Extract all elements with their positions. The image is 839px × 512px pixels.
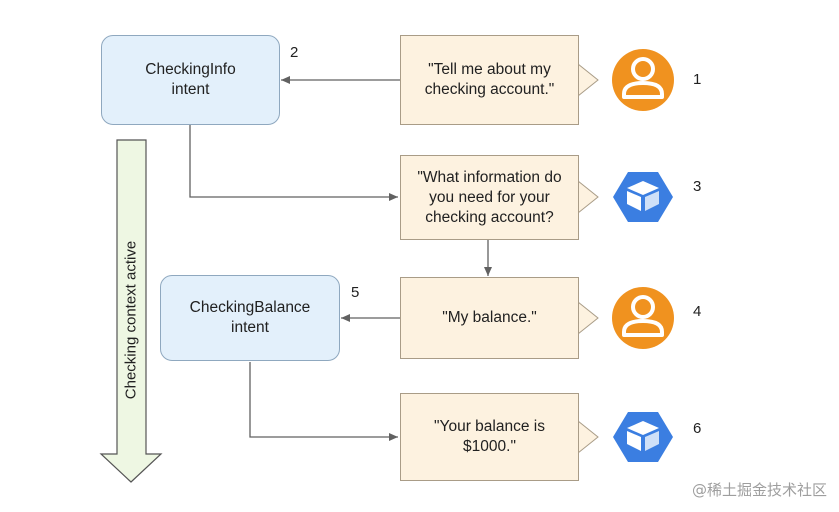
step-number-4: 4 bbox=[693, 303, 702, 320]
checking-info-intent-box: CheckingInfo intent bbox=[101, 35, 280, 125]
message-line: "Your balance is bbox=[434, 418, 545, 435]
person-avatar-icon bbox=[612, 287, 674, 349]
step-number-1: 1 bbox=[693, 71, 702, 88]
message-line: "My balance." bbox=[442, 309, 537, 326]
intent-subtitle: intent bbox=[231, 319, 269, 336]
intent-title: CheckingBalance bbox=[189, 299, 311, 316]
user-message-4: "My balance." bbox=[400, 277, 579, 359]
step-number-5: 5 bbox=[351, 284, 360, 301]
agent-message-6: "Your balance is $1000." bbox=[400, 393, 579, 481]
message-line: "Tell me about my bbox=[428, 61, 551, 78]
dialogflow-agent-icon bbox=[613, 172, 673, 222]
message-line: checking account." bbox=[424, 81, 555, 98]
person-avatar-icon bbox=[612, 49, 674, 111]
dialogflow-agent-icon bbox=[613, 412, 673, 462]
step-number-2: 2 bbox=[290, 44, 299, 61]
message-line: checking account? bbox=[425, 208, 554, 226]
step-number-3: 3 bbox=[693, 178, 702, 195]
message-line: "What information do bbox=[417, 168, 562, 186]
message-line: $1000." bbox=[463, 438, 516, 455]
step-number-6: 6 bbox=[693, 420, 702, 437]
connector-info-to-agent3 bbox=[189, 125, 398, 201]
context-active-arrow bbox=[99, 139, 163, 483]
watermark: @稀土掘金技术社区 bbox=[691, 481, 827, 499]
context-active-label: Checking context active bbox=[122, 240, 140, 400]
agent-message-3: "What information do you need for your c… bbox=[400, 155, 579, 240]
user-message-1: "Tell me about my checking account." bbox=[400, 35, 579, 125]
message-line: you need for your bbox=[429, 188, 550, 206]
checking-balance-intent-box: CheckingBalance intent bbox=[160, 275, 340, 361]
intent-subtitle: intent bbox=[171, 81, 210, 98]
intent-title: CheckingInfo bbox=[145, 61, 236, 78]
connector-balance-to-agent6 bbox=[249, 362, 398, 441]
